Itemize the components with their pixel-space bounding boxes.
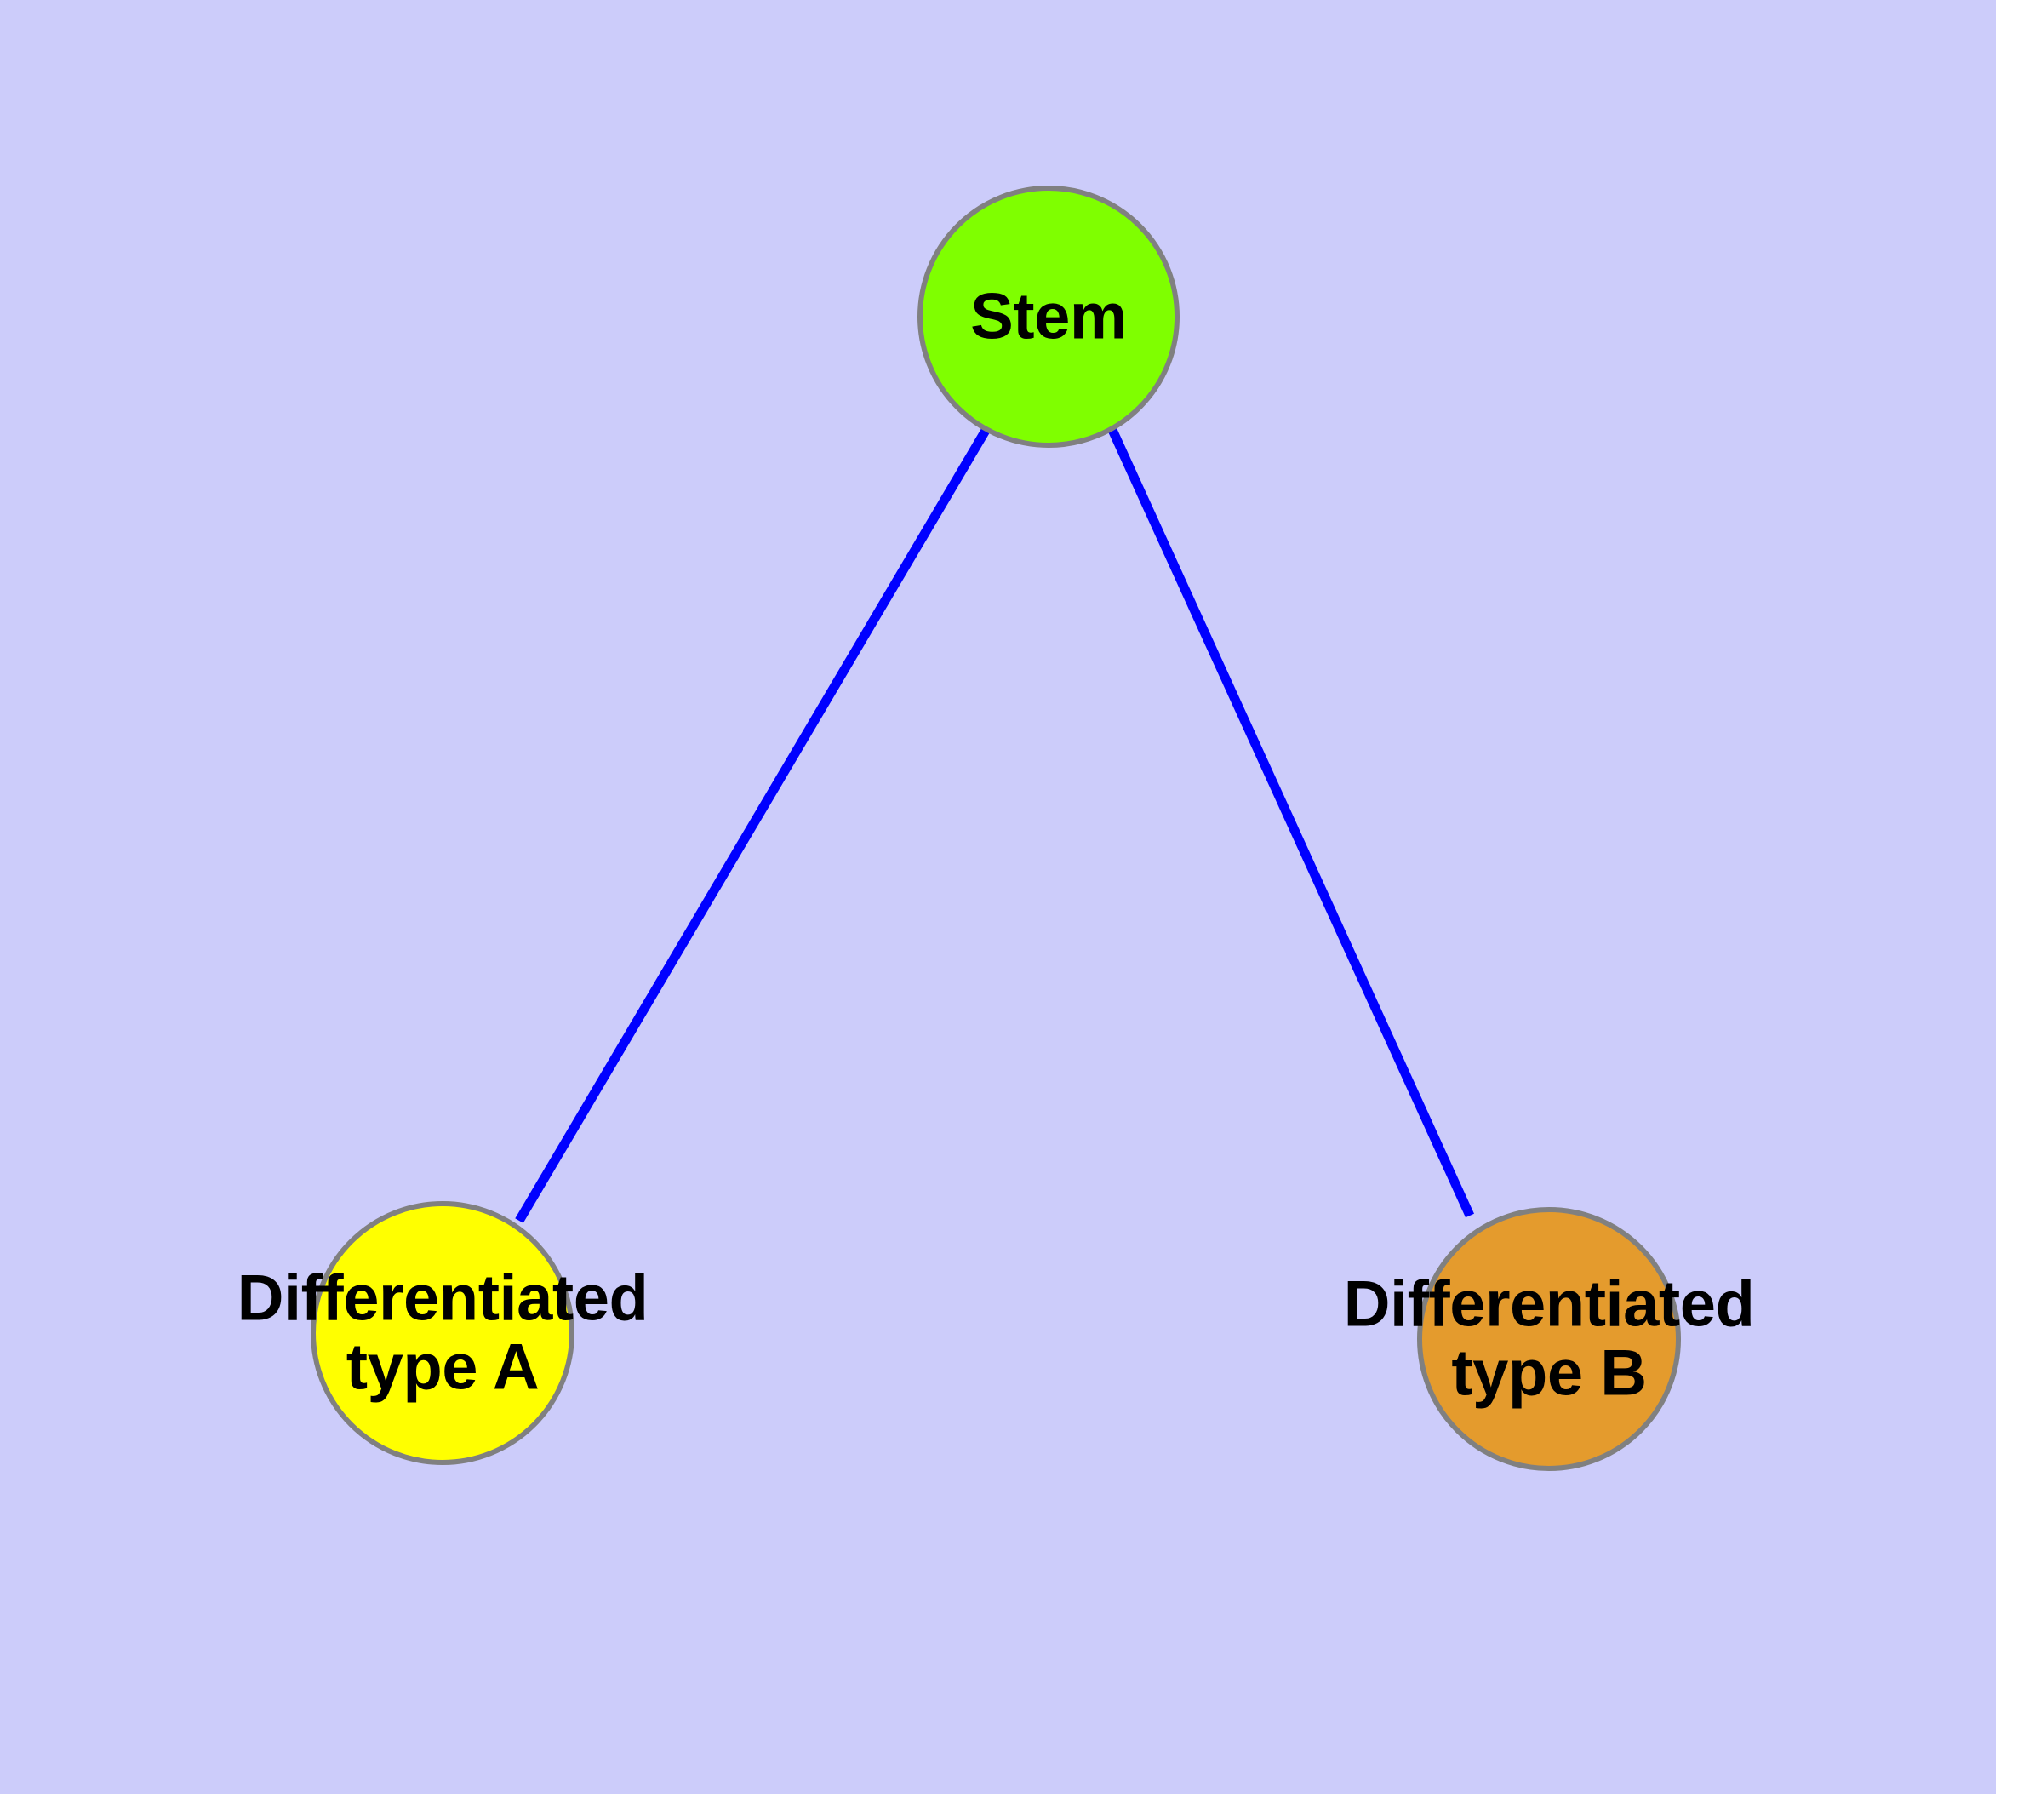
graph-node-stem[interactable] <box>917 186 1180 448</box>
graph-node-diff_b[interactable] <box>1417 1207 1681 1471</box>
graph-svg <box>311 186 1681 1471</box>
edges-group <box>515 426 1475 1223</box>
graph-edge-stem-diff_b[interactable] <box>1107 427 1475 1218</box>
graph-node-diff_a[interactable] <box>311 1201 574 1465</box>
nodes-group <box>311 186 1681 1471</box>
graph-edge-stem-diff_a[interactable] <box>515 426 991 1223</box>
